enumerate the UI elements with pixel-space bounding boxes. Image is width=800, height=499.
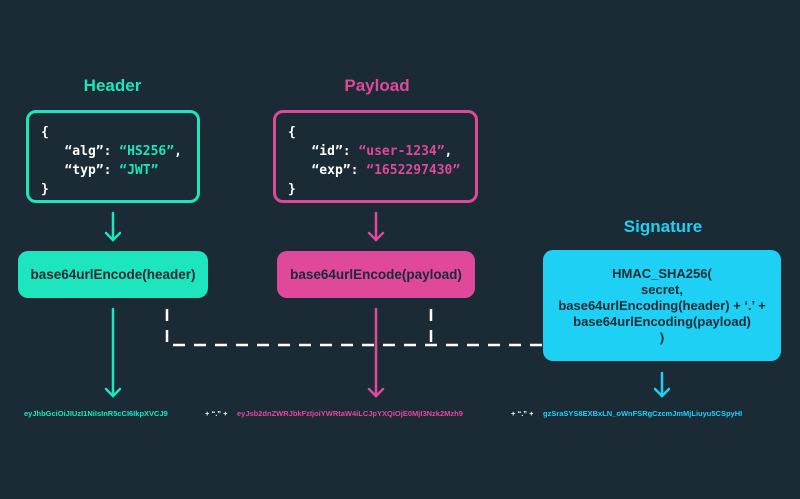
signature-line-1: HMAC_SHA256( xyxy=(612,265,712,281)
header-val-alg: “HS256” xyxy=(119,144,175,159)
payload-json-line-id: “id”: “user-1234”, xyxy=(311,144,453,159)
signature-line-4: base64urlEncoding(payload) xyxy=(573,313,751,329)
header-json-box: { “alg”: “HS256”, “typ”: “JWT” } xyxy=(26,110,200,203)
payload-val-exp: “1652297430” xyxy=(366,163,461,178)
payload-json-close-brace: } xyxy=(288,182,296,197)
header-json-line-typ: “typ”: “JWT” xyxy=(64,163,159,178)
separator-1: + “.” + xyxy=(205,409,228,418)
header-title: Header xyxy=(83,76,142,95)
payload-key-exp: “exp” xyxy=(311,163,351,178)
header-val-typ: “JWT” xyxy=(119,163,159,178)
payload-title: Payload xyxy=(344,76,410,95)
signature-line-2: secret, xyxy=(641,281,683,297)
payload-encode-label: base64urlEncode(payload) xyxy=(290,267,462,282)
signature-token: gzSraSYS8EXBxLN_oWnFSRgCzcmJmMjLiuyu5CSp… xyxy=(543,409,743,418)
payload-val-id: “user-1234” xyxy=(358,144,445,159)
signature-line-5: ) xyxy=(659,329,665,345)
header-json-open-brace: { xyxy=(41,125,49,140)
payload-json-box: { “id”: “user-1234”, “exp”: “1652297430”… xyxy=(273,110,478,203)
header-key-alg: “alg” xyxy=(64,144,104,159)
header-encode-label: base64urlEncode(header) xyxy=(30,267,196,282)
header-key-typ: “typ” xyxy=(64,163,104,178)
header-arrow-2 xyxy=(104,307,122,398)
payload-json-line-exp: “exp”: “1652297430” xyxy=(311,163,461,178)
header-token: eyJhbGciOiJIUzI1NiIsInR5cCI6IkpXVCJ9 xyxy=(24,409,168,418)
dashed-connector xyxy=(165,309,545,347)
signature-box: HMAC_SHA256( secret, base64urlEncoding(h… xyxy=(543,250,781,361)
header-encode-box: base64urlEncode(header) xyxy=(18,251,208,298)
signature-arrow xyxy=(653,371,671,398)
header-arrow-1 xyxy=(104,211,122,242)
signature-title: Signature xyxy=(623,217,703,236)
payload-arrow-1 xyxy=(367,211,385,242)
signature-line-3: base64urlEncoding(header) + ‘.’ + xyxy=(558,297,766,313)
header-json-line-alg: “alg”: “HS256”, xyxy=(64,144,182,159)
payload-key-id: “id” xyxy=(311,144,343,159)
payload-token: eyJsb2dnZWRJbkFzIjoiYWRtaW4iLCJpYXQiOjE0… xyxy=(237,409,463,418)
payload-json-open-brace: { xyxy=(288,125,296,140)
separator-2: + “.” + xyxy=(511,409,534,418)
payload-arrow-2 xyxy=(367,307,385,398)
header-json-close-brace: } xyxy=(41,182,49,197)
payload-encode-box: base64urlEncode(payload) xyxy=(277,251,475,298)
